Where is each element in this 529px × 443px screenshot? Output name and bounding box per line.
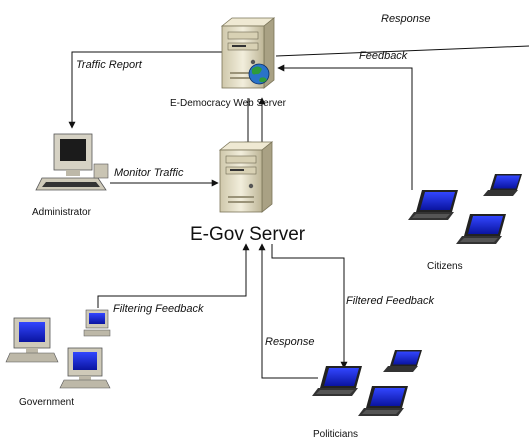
administrator-label: Administrator	[32, 207, 92, 218]
monitor-traffic-label: Monitor Traffic	[114, 167, 184, 179]
response-label-top: Response	[381, 13, 431, 25]
egov-server-icon	[219, 141, 273, 213]
citizens-laptops-icon	[408, 174, 522, 244]
traffic-report-arrow	[68, 51, 224, 129]
feedback-arrow	[277, 64, 413, 190]
web-server-icon	[221, 17, 275, 89]
egov-server-label: E-Gov Server	[190, 224, 306, 245]
government-computers-icon	[5, 309, 111, 389]
feedback-label: Feedback	[359, 50, 408, 62]
response-line-top	[275, 45, 529, 57]
citizens-label: Citizens	[427, 261, 463, 272]
administrator-computer-icon	[35, 133, 109, 191]
filtered-feedback-arrow	[271, 244, 348, 369]
filtered-feedback-label: Filtered Feedback	[346, 295, 435, 307]
politicians-label: Politicians	[313, 429, 358, 440]
response-label-bottom: Response	[265, 336, 315, 348]
web-server-label: E-Democracy Web Server	[170, 98, 287, 109]
politicians-laptops-icon	[312, 350, 422, 416]
filtering-feedback-arrow	[97, 243, 250, 308]
traffic-report-label: Traffic Report	[76, 59, 143, 71]
filtering-feedback-label: Filtering Feedback	[113, 303, 204, 315]
government-label: Government	[19, 397, 74, 408]
response-arrow	[258, 243, 318, 379]
